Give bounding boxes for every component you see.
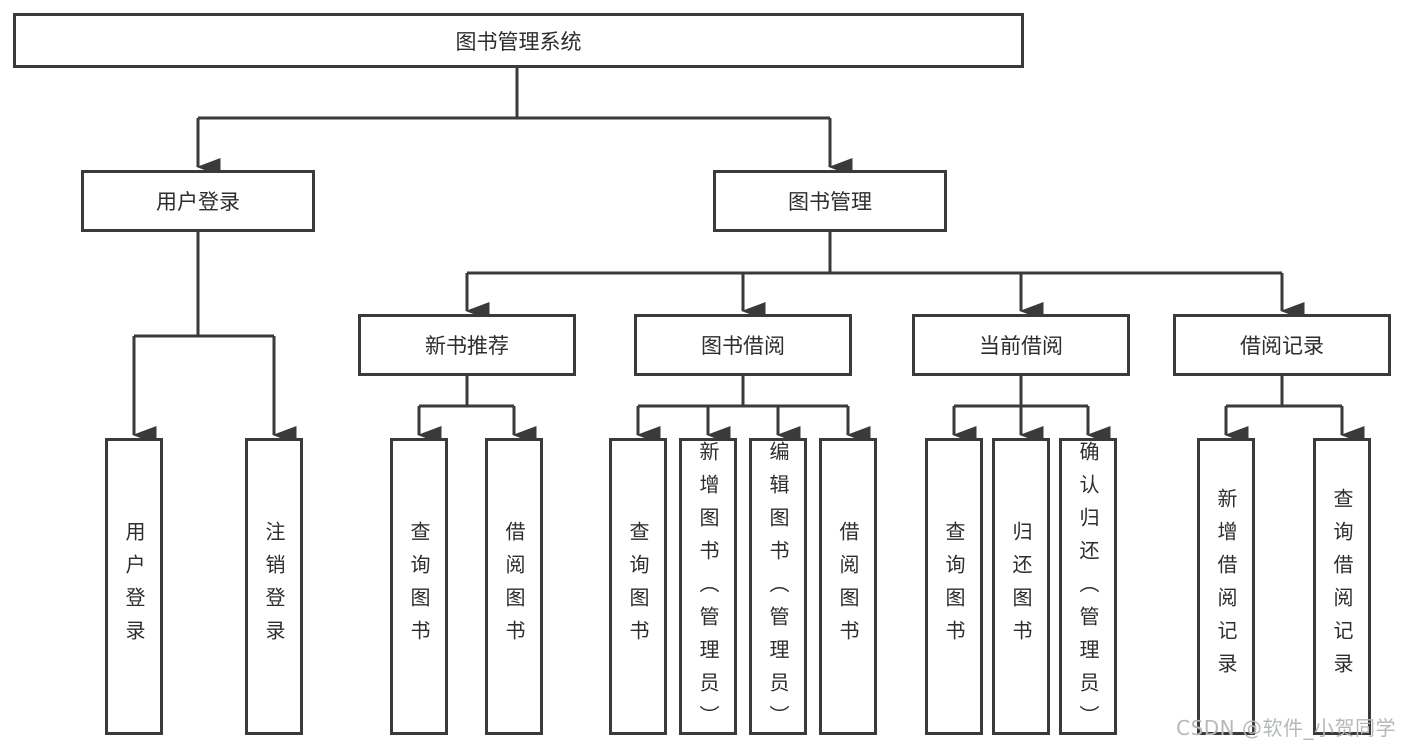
node-book-borrow: 图书借阅 [634, 314, 852, 376]
leaf-query-borrow-record: 查询借阅记录 [1313, 438, 1371, 735]
leaf-query-books-1: 查询图书 [390, 438, 448, 735]
node-borrow-records: 借阅记录 [1173, 314, 1391, 376]
leaf-logout: 注销登录 [245, 438, 303, 735]
leaf-confirm-return-admin: 确认归还（管理员） [1059, 438, 1117, 738]
leaf-query-books-3: 查询图书 [925, 438, 983, 735]
node-book-management: 图书管理 [713, 170, 947, 232]
leaf-borrow-books-2: 借阅图书 [819, 438, 877, 735]
node-root-system: 图书管理系统 [13, 13, 1024, 68]
leaf-add-borrow-record: 新增借阅记录 [1197, 438, 1255, 735]
node-user-login: 用户登录 [81, 170, 315, 232]
leaf-edit-books-admin: 编辑图书（管理员） [749, 438, 807, 738]
leaf-add-books-admin: 新增图书（管理员） [679, 438, 737, 738]
node-current-borrow: 当前借阅 [912, 314, 1130, 376]
leaf-return-books: 归还图书 [992, 438, 1050, 735]
leaf-query-books-2: 查询图书 [609, 438, 667, 735]
leaf-borrow-books-1: 借阅图书 [485, 438, 543, 735]
csdn-watermark: CSDN @软件_小贺同学 [1176, 716, 1396, 740]
leaf-user-login: 用户登录 [105, 438, 163, 735]
node-new-book-recommend: 新书推荐 [358, 314, 576, 376]
